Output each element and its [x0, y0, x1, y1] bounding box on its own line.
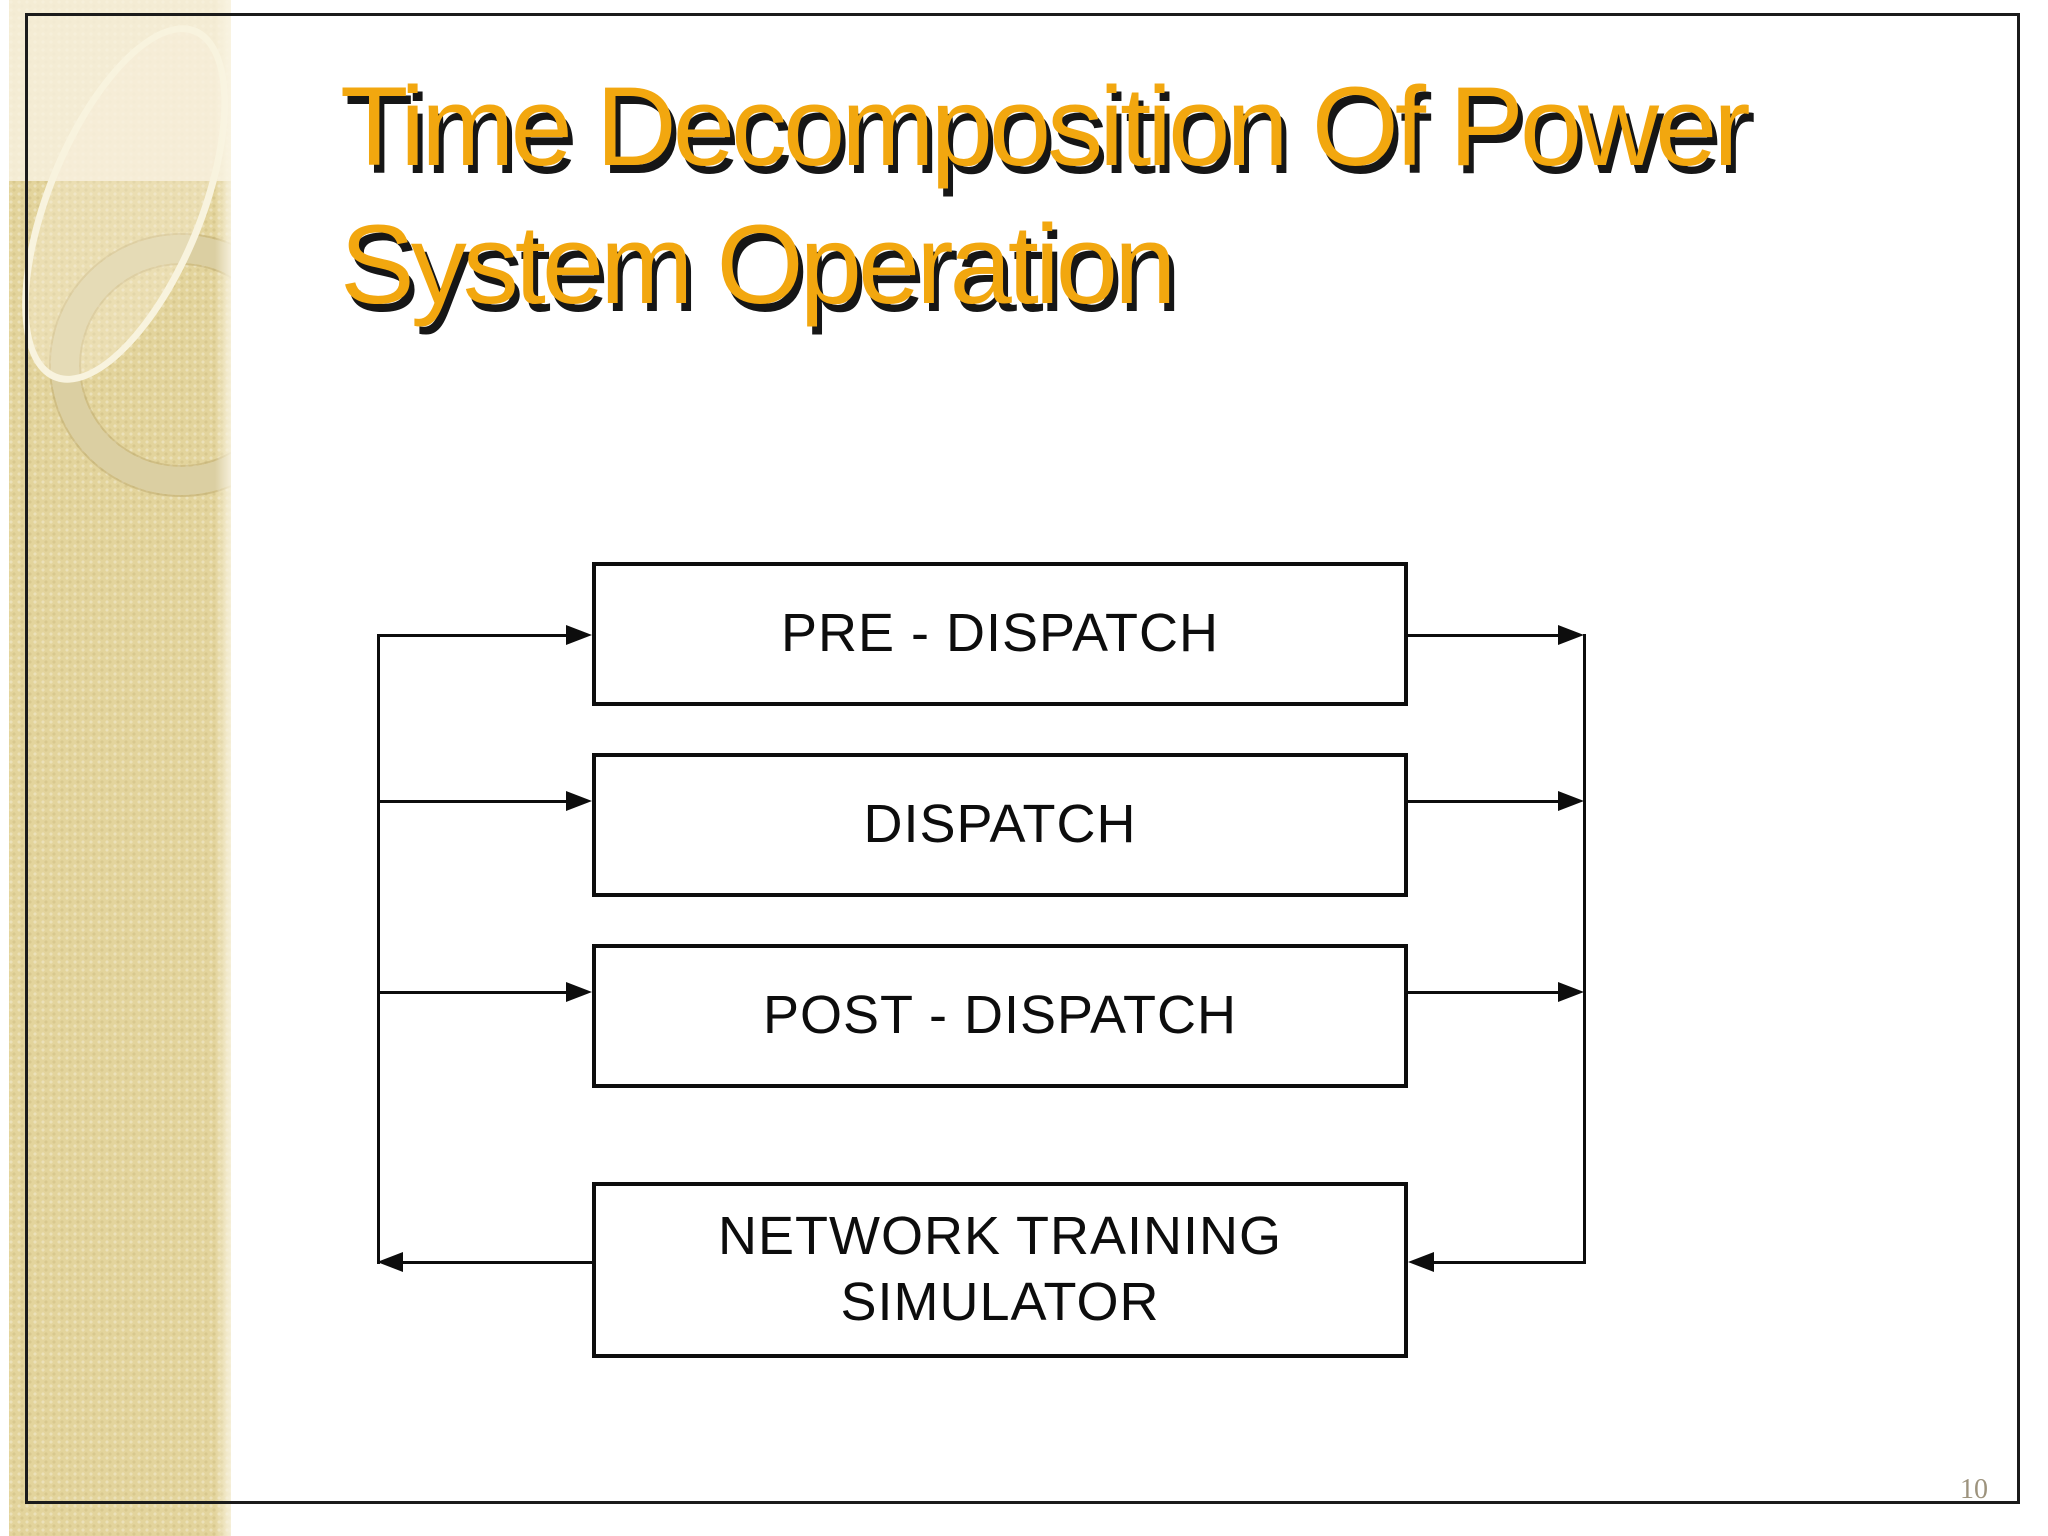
arrowhead-into-dispatch — [566, 791, 592, 811]
node-post-dispatch-label: POST - DISPATCH — [762, 985, 1238, 1046]
sidebar-decoration — [9, 0, 231, 1536]
flow-line-to-dispatch — [379, 800, 569, 803]
node-post-dispatch: POST - DISPATCH — [592, 944, 1408, 1088]
title-line-2: System Operation — [340, 202, 1176, 327]
flow-bus-left — [377, 634, 380, 1264]
sidebar-light-band — [9, 0, 231, 181]
arrowhead-into-post-dispatch — [566, 982, 592, 1002]
arrowhead-into-right-bus-bottom — [1558, 982, 1584, 1002]
arrowhead-into-pre-dispatch — [566, 625, 592, 645]
page-number: 10 — [1960, 1474, 1988, 1505]
flow-line-to-post-dispatch — [379, 991, 569, 994]
node-pre-dispatch-label: PRE - DISPATCH — [780, 603, 1220, 664]
arrowhead-into-right-bus-top — [1558, 625, 1584, 645]
arrowhead-into-simulator — [1408, 1252, 1434, 1272]
flow-line-to-pre-dispatch — [379, 634, 569, 637]
node-network-training-simulator-label: NETWORK TRAINING SIMULATOR — [717, 1206, 1282, 1332]
title-line-1: Time Decomposition Of Power — [340, 64, 1751, 189]
flow-line-from-dispatch — [1408, 800, 1560, 803]
sidebar-edge-highlight — [215, 0, 231, 1536]
flow-bus-right — [1583, 634, 1586, 1264]
flow-line-from-pre-dispatch — [1408, 634, 1560, 637]
node-network-training-simulator: NETWORK TRAINING SIMULATOR — [592, 1182, 1408, 1358]
node-pre-dispatch: PRE - DISPATCH — [592, 562, 1408, 706]
flow-line-from-simulator — [403, 1261, 592, 1264]
flow-line-to-simulator — [1434, 1261, 1586, 1264]
node-dispatch-label: DISPATCH — [863, 794, 1137, 855]
arrowhead-into-right-bus-middle — [1558, 791, 1584, 811]
arrowhead-into-left-bus — [377, 1252, 403, 1272]
node-dispatch: DISPATCH — [592, 753, 1408, 897]
flow-line-from-post-dispatch — [1408, 991, 1560, 994]
slide-title: Time Decomposition Of Power System Opera… — [340, 58, 1751, 334]
